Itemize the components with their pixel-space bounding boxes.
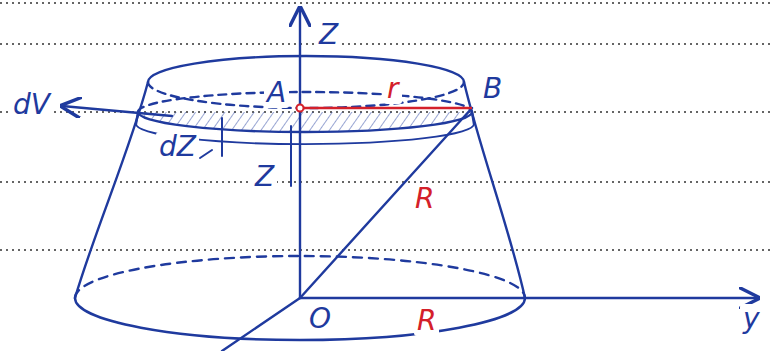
volume-label: dV	[10, 90, 53, 120]
axis-label: y	[740, 304, 763, 334]
radius-label: R	[412, 184, 437, 214]
height-label: Z	[252, 162, 277, 192]
origin-label: O	[306, 304, 334, 334]
thickness-label: dZ	[156, 132, 199, 162]
notebook-lines	[0, 3, 771, 250]
point-label: A	[264, 78, 289, 108]
point-label: B	[480, 74, 505, 104]
center-point	[297, 105, 304, 112]
radius-r	[300, 107, 472, 110]
segment-outline	[62, 8, 758, 351]
radius-label: R	[414, 306, 439, 336]
axis-label: Z	[316, 20, 341, 50]
radius-label: r	[384, 74, 402, 104]
